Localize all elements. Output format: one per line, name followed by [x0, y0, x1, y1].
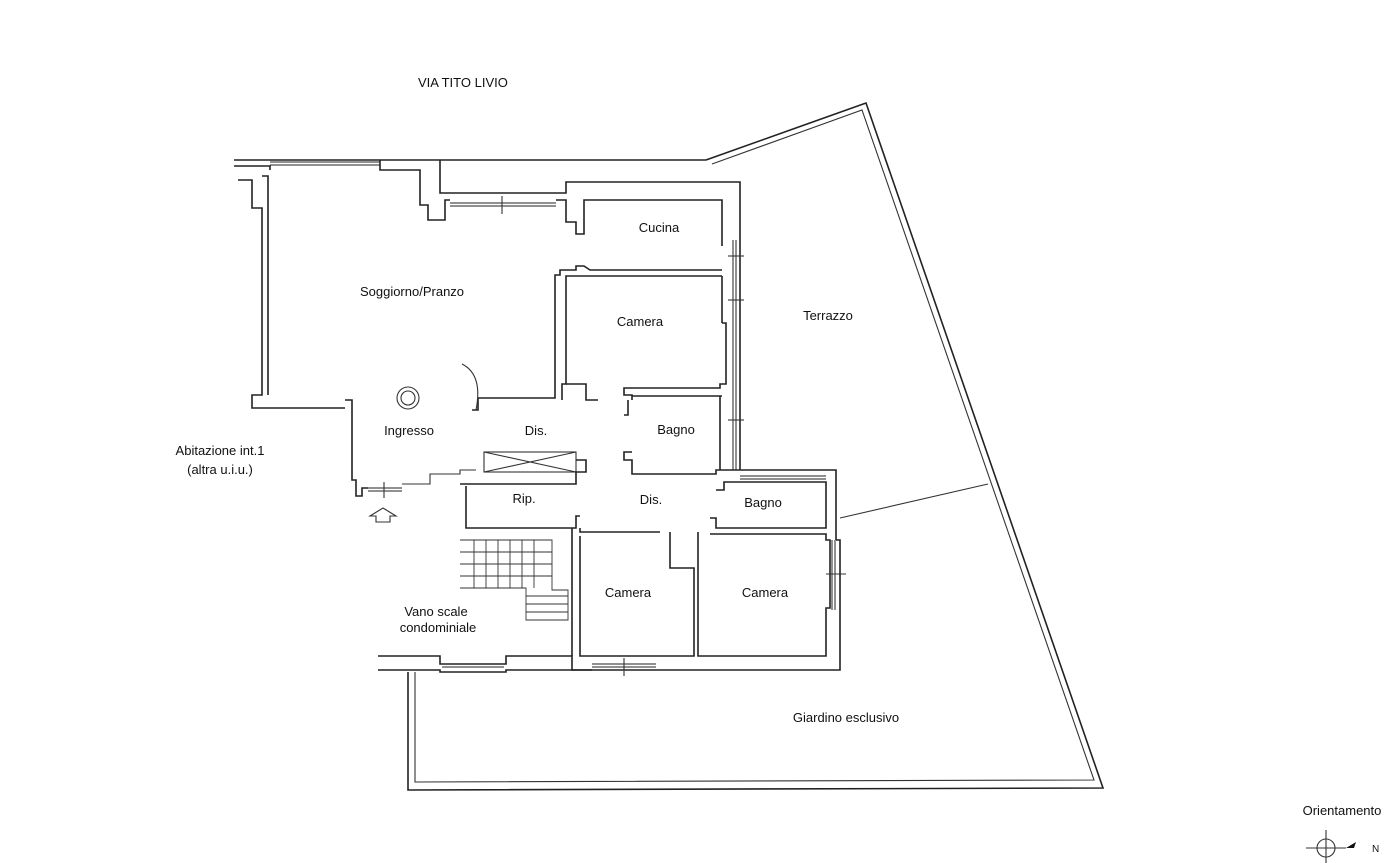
- orientation-title: Orientamento: [1303, 803, 1382, 818]
- room-label-camera-right: Camera: [742, 585, 789, 600]
- room-label-ingresso: Ingresso: [384, 423, 434, 438]
- room-label-cucina: Cucina: [639, 220, 680, 235]
- north-letter: N: [1372, 844, 1379, 855]
- room-label-condominiale: condominiale: [400, 620, 477, 635]
- terrace-garden-divider: [839, 483, 989, 519]
- room-label-dis-2: Dis.: [640, 492, 662, 507]
- staircase: [460, 539, 569, 621]
- column: [396, 386, 420, 410]
- room-label-soggiorno: Soggiorno/Pranzo: [360, 284, 464, 299]
- orientation-compass-icon: [1306, 830, 1356, 863]
- room-label-giardino: Giardino esclusivo: [793, 710, 899, 725]
- room-label-camera-left: Camera: [605, 585, 652, 600]
- room-label-rip: Rip.: [512, 491, 535, 506]
- room-label-terrazzo: Terrazzo: [803, 308, 853, 323]
- interior-walls: [345, 240, 846, 676]
- room-label-bagno-1: Bagno: [657, 422, 695, 437]
- entry-wall: [402, 469, 476, 485]
- outer-boundary: [407, 101, 1105, 791]
- neighbor-label: Abitazione int.1: [176, 443, 265, 458]
- neighbor-sublabel: (altra u.i.u.): [187, 462, 253, 477]
- street-label: VIA TITO LIVIO: [418, 75, 508, 90]
- room-label-camera-top: Camera: [617, 314, 664, 329]
- room-label-dis-1: Dis.: [525, 423, 547, 438]
- room-label-bagno-2: Bagno: [744, 495, 782, 510]
- wardrobe: [483, 451, 577, 473]
- top-facade: [234, 159, 741, 470]
- entrance-arrow-icon: [368, 507, 398, 523]
- room-label-vano-scale: Vano scale: [404, 604, 467, 619]
